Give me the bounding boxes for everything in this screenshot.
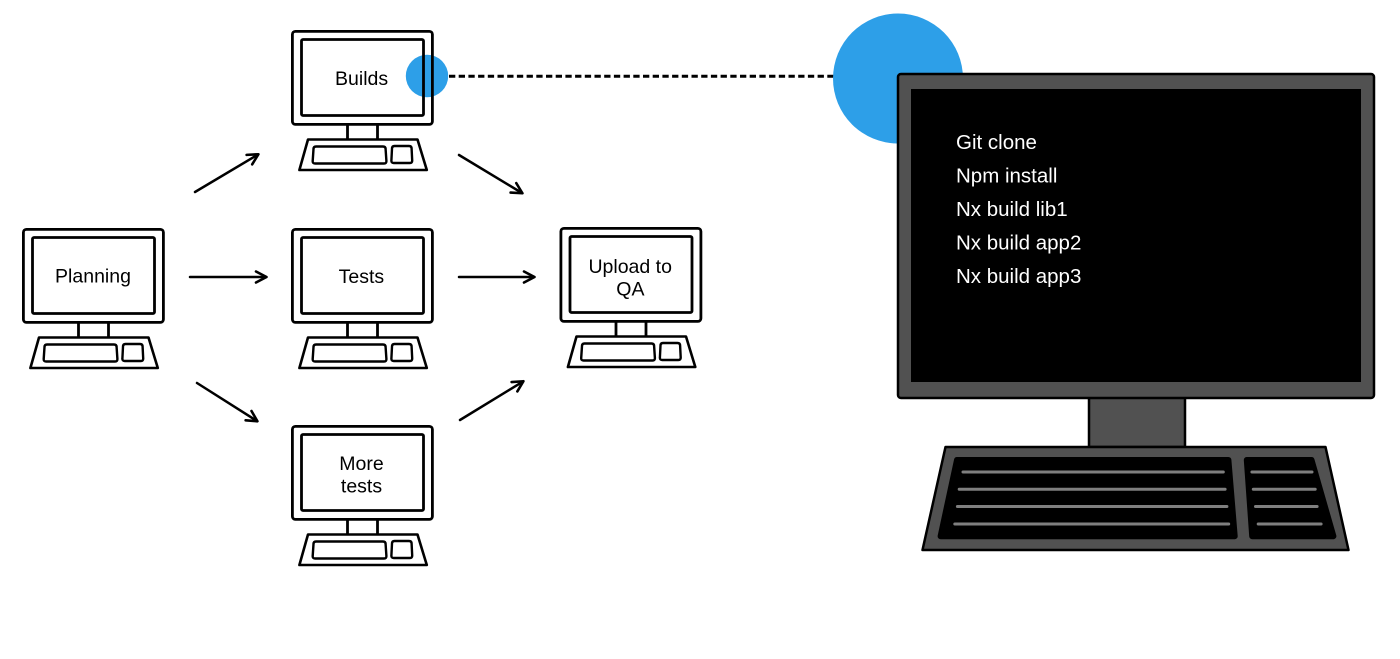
svg-text:More: More <box>339 453 383 475</box>
svg-text:Npm install: Npm install <box>956 165 1057 188</box>
svg-text:Nx build lib1: Nx build lib1 <box>956 198 1068 221</box>
svg-text:Tests: Tests <box>339 266 385 288</box>
svg-text:QA: QA <box>616 279 644 301</box>
svg-text:Builds: Builds <box>335 68 388 90</box>
svg-text:Git clone: Git clone <box>956 131 1037 154</box>
svg-text:Nx build app2: Nx build app2 <box>956 232 1081 255</box>
svg-text:Planning: Planning <box>55 265 131 287</box>
svg-text:tests: tests <box>341 475 382 497</box>
svg-text:Nx build app3: Nx build app3 <box>956 265 1081 288</box>
svg-text:Upload to: Upload to <box>588 256 672 278</box>
